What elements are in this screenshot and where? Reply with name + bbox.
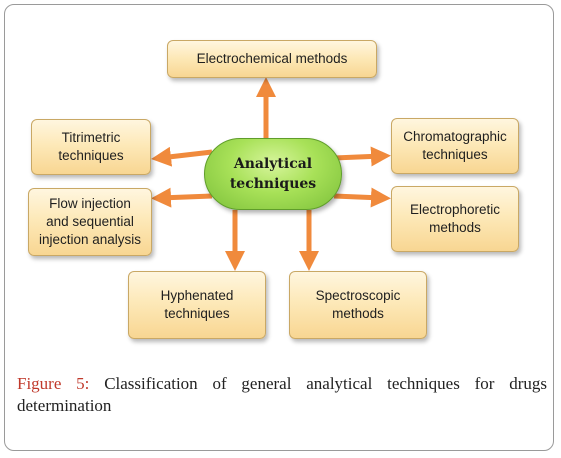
center-node-analytical-techniques: Analytical techniques [204,138,342,210]
box-electrophoretic: Electrophoretic methods [391,186,519,252]
arrow-to-chromatographic [333,146,391,167]
box-chromatographic: Chromatographic techniques [391,118,519,174]
caption-text: Classification of general analytical tec… [17,374,547,415]
box-electrochemical: Electrochemical methods [167,40,377,78]
box-hyphenated: Hyphenated techniques [128,271,266,339]
figure-caption: Figure 5: Classification of general anal… [17,373,547,417]
caption-label: Figure 5: [17,374,90,393]
arrow-to-flow-injection [151,187,213,208]
box-titrimetric: Titrimetric techniques [31,119,151,175]
arrow-to-titrimetric [151,146,213,167]
box-flow-injection: Flow injection and sequential injection … [28,188,152,256]
box-spectroscopic: Spectroscopic methods [289,271,427,339]
arrow-to-electrophoretic [333,187,391,208]
